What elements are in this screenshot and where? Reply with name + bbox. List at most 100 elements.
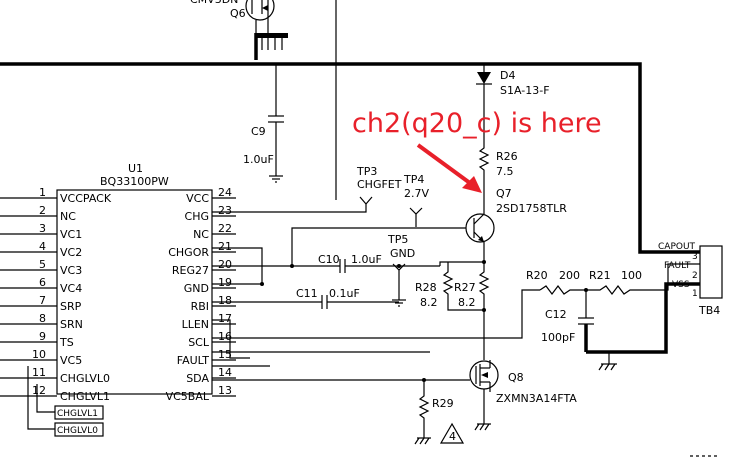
r20-ref: R20 xyxy=(526,269,548,282)
u1-pin-number: 15 xyxy=(218,348,232,361)
c9-ref: C9 xyxy=(251,125,266,138)
u1-pin-name: REG27 xyxy=(172,264,209,277)
tb4-ref: TB4 xyxy=(698,304,720,317)
tp4-value: 2.7V xyxy=(404,187,429,200)
tp5-net: GND xyxy=(390,247,415,260)
tp3-ref: TP3 xyxy=(356,165,377,178)
q6-transistor xyxy=(245,0,275,33)
u1-pin-number: 20 xyxy=(218,258,232,271)
c9-capacitor xyxy=(268,64,284,183)
r21-resistor xyxy=(586,263,700,295)
u1-pin-name: LLEN xyxy=(182,318,209,331)
d4-diode xyxy=(476,64,492,142)
tp3-net: CHGFET xyxy=(357,178,402,191)
u1-body xyxy=(56,189,213,395)
r26-value: 7.5 xyxy=(496,165,514,178)
r27-ref: R27 xyxy=(454,281,476,294)
c11-ref: C11 xyxy=(296,287,318,300)
vss-bus xyxy=(586,282,700,354)
annotation-text: ch2(q20_c) is here xyxy=(352,108,602,139)
u1-pin-name: VC3 xyxy=(60,264,82,277)
r21-ref: R21 xyxy=(589,269,611,282)
u1-pin-number: 8 xyxy=(39,312,46,325)
r20-value: 200 xyxy=(559,269,580,282)
u1-pin-name: VC5 xyxy=(60,354,82,367)
annotation-arrow xyxy=(416,143,482,193)
u1-pin-number: 7 xyxy=(39,294,46,307)
u1-pin-number: 22 xyxy=(218,222,232,235)
u1-pin-number: 18 xyxy=(218,294,232,307)
u1-pin-number: 6 xyxy=(39,276,46,289)
c10-ref: C10 xyxy=(318,253,340,266)
tb4-pin2: 2 xyxy=(692,271,698,281)
u1-pin-name: NC xyxy=(60,210,76,223)
d4-ref: D4 xyxy=(500,69,515,82)
r27-resistor xyxy=(478,262,490,360)
u1-pin-name: VC1 xyxy=(60,228,82,241)
r27-value: 8.2 xyxy=(458,296,476,309)
u1-pin-name: SRN xyxy=(60,318,83,331)
q6-part-partial: CMV3DN xyxy=(190,0,238,6)
c12-ref: C12 xyxy=(545,308,567,321)
u1-pin-number: 5 xyxy=(39,258,46,271)
u1-pin-name: VCC xyxy=(186,192,209,205)
u1-pin-name: CHG xyxy=(185,210,209,223)
u1-pin-name: CHGLVL0 xyxy=(60,372,110,385)
chglvl0-box-label: CHGLVL0 xyxy=(57,426,98,436)
capout-bus xyxy=(0,62,700,254)
u1-pin-number: 21 xyxy=(218,240,232,253)
c11-value: 0.1uF xyxy=(329,287,360,300)
note-triangle xyxy=(439,422,465,444)
u1-pin-name: GND xyxy=(184,282,209,295)
u1-pin-number: 12 xyxy=(32,384,46,397)
c11-capacitor xyxy=(321,295,328,309)
u1-pin-number: 24 xyxy=(218,186,232,199)
u1-pin-name: CHGOR xyxy=(168,246,209,259)
c12-value: 100pF xyxy=(541,331,575,344)
u1-pin-number: 2 xyxy=(39,204,46,217)
tb4-pin1: 1 xyxy=(692,289,698,299)
r29-ref: R29 xyxy=(432,397,454,410)
u1-pin-number: 17 xyxy=(218,312,232,325)
u1-pin-number: 3 xyxy=(39,222,46,235)
u1-pin-name: VCCPACK xyxy=(60,192,112,205)
u1-pin-number: 1 xyxy=(39,186,46,199)
c10-value: 1.0uF xyxy=(351,253,382,266)
u1-pin-name: VC2 xyxy=(60,246,82,259)
u1-pin-number: 10 xyxy=(32,348,46,361)
r26-resistor xyxy=(478,142,490,176)
q7-part: 2SD1758TLR xyxy=(496,202,567,215)
u1-pin-number: 19 xyxy=(218,276,232,289)
q8-ref: Q8 xyxy=(508,371,524,384)
q6-ref: Q6 xyxy=(230,7,246,20)
u1-pin-number: 14 xyxy=(218,366,232,379)
chglvl1-box-label: CHGLVL1 xyxy=(57,409,98,419)
u1-pin-name: CHGLVL1 xyxy=(60,390,110,403)
u1-pin-name: VC5BAL xyxy=(166,390,210,403)
u1-pin-number: 4 xyxy=(39,240,46,253)
u1-pin-number: 23 xyxy=(218,204,232,217)
u1-pin-name: TS xyxy=(59,336,74,349)
u1-pin-name: FAULT xyxy=(177,354,210,367)
r29-resistor xyxy=(418,380,430,438)
tb4-capout: CAPOUT xyxy=(658,242,696,252)
u1-pin-number: 13 xyxy=(218,384,232,397)
r28-ref: R28 xyxy=(415,281,437,294)
tp4-ref: TP4 xyxy=(403,173,424,186)
u1-ref: U1 xyxy=(128,162,143,175)
u1-pin-name: SCL xyxy=(188,336,210,349)
r21-value: 100 xyxy=(621,269,642,282)
u1-pin-name: RBI xyxy=(191,300,209,313)
tb4-vss: VSS xyxy=(672,280,690,290)
c12-capacitor xyxy=(578,290,594,352)
r28-value: 8.2 xyxy=(420,296,438,309)
note-number: 4 xyxy=(449,430,456,443)
q7-ref: Q7 xyxy=(496,187,512,200)
r28-resistor xyxy=(442,262,484,311)
q8-part: ZXMN3A14FTA xyxy=(496,392,577,405)
tb4-connector xyxy=(699,245,723,299)
c9-value: 1.0uF xyxy=(243,153,274,166)
